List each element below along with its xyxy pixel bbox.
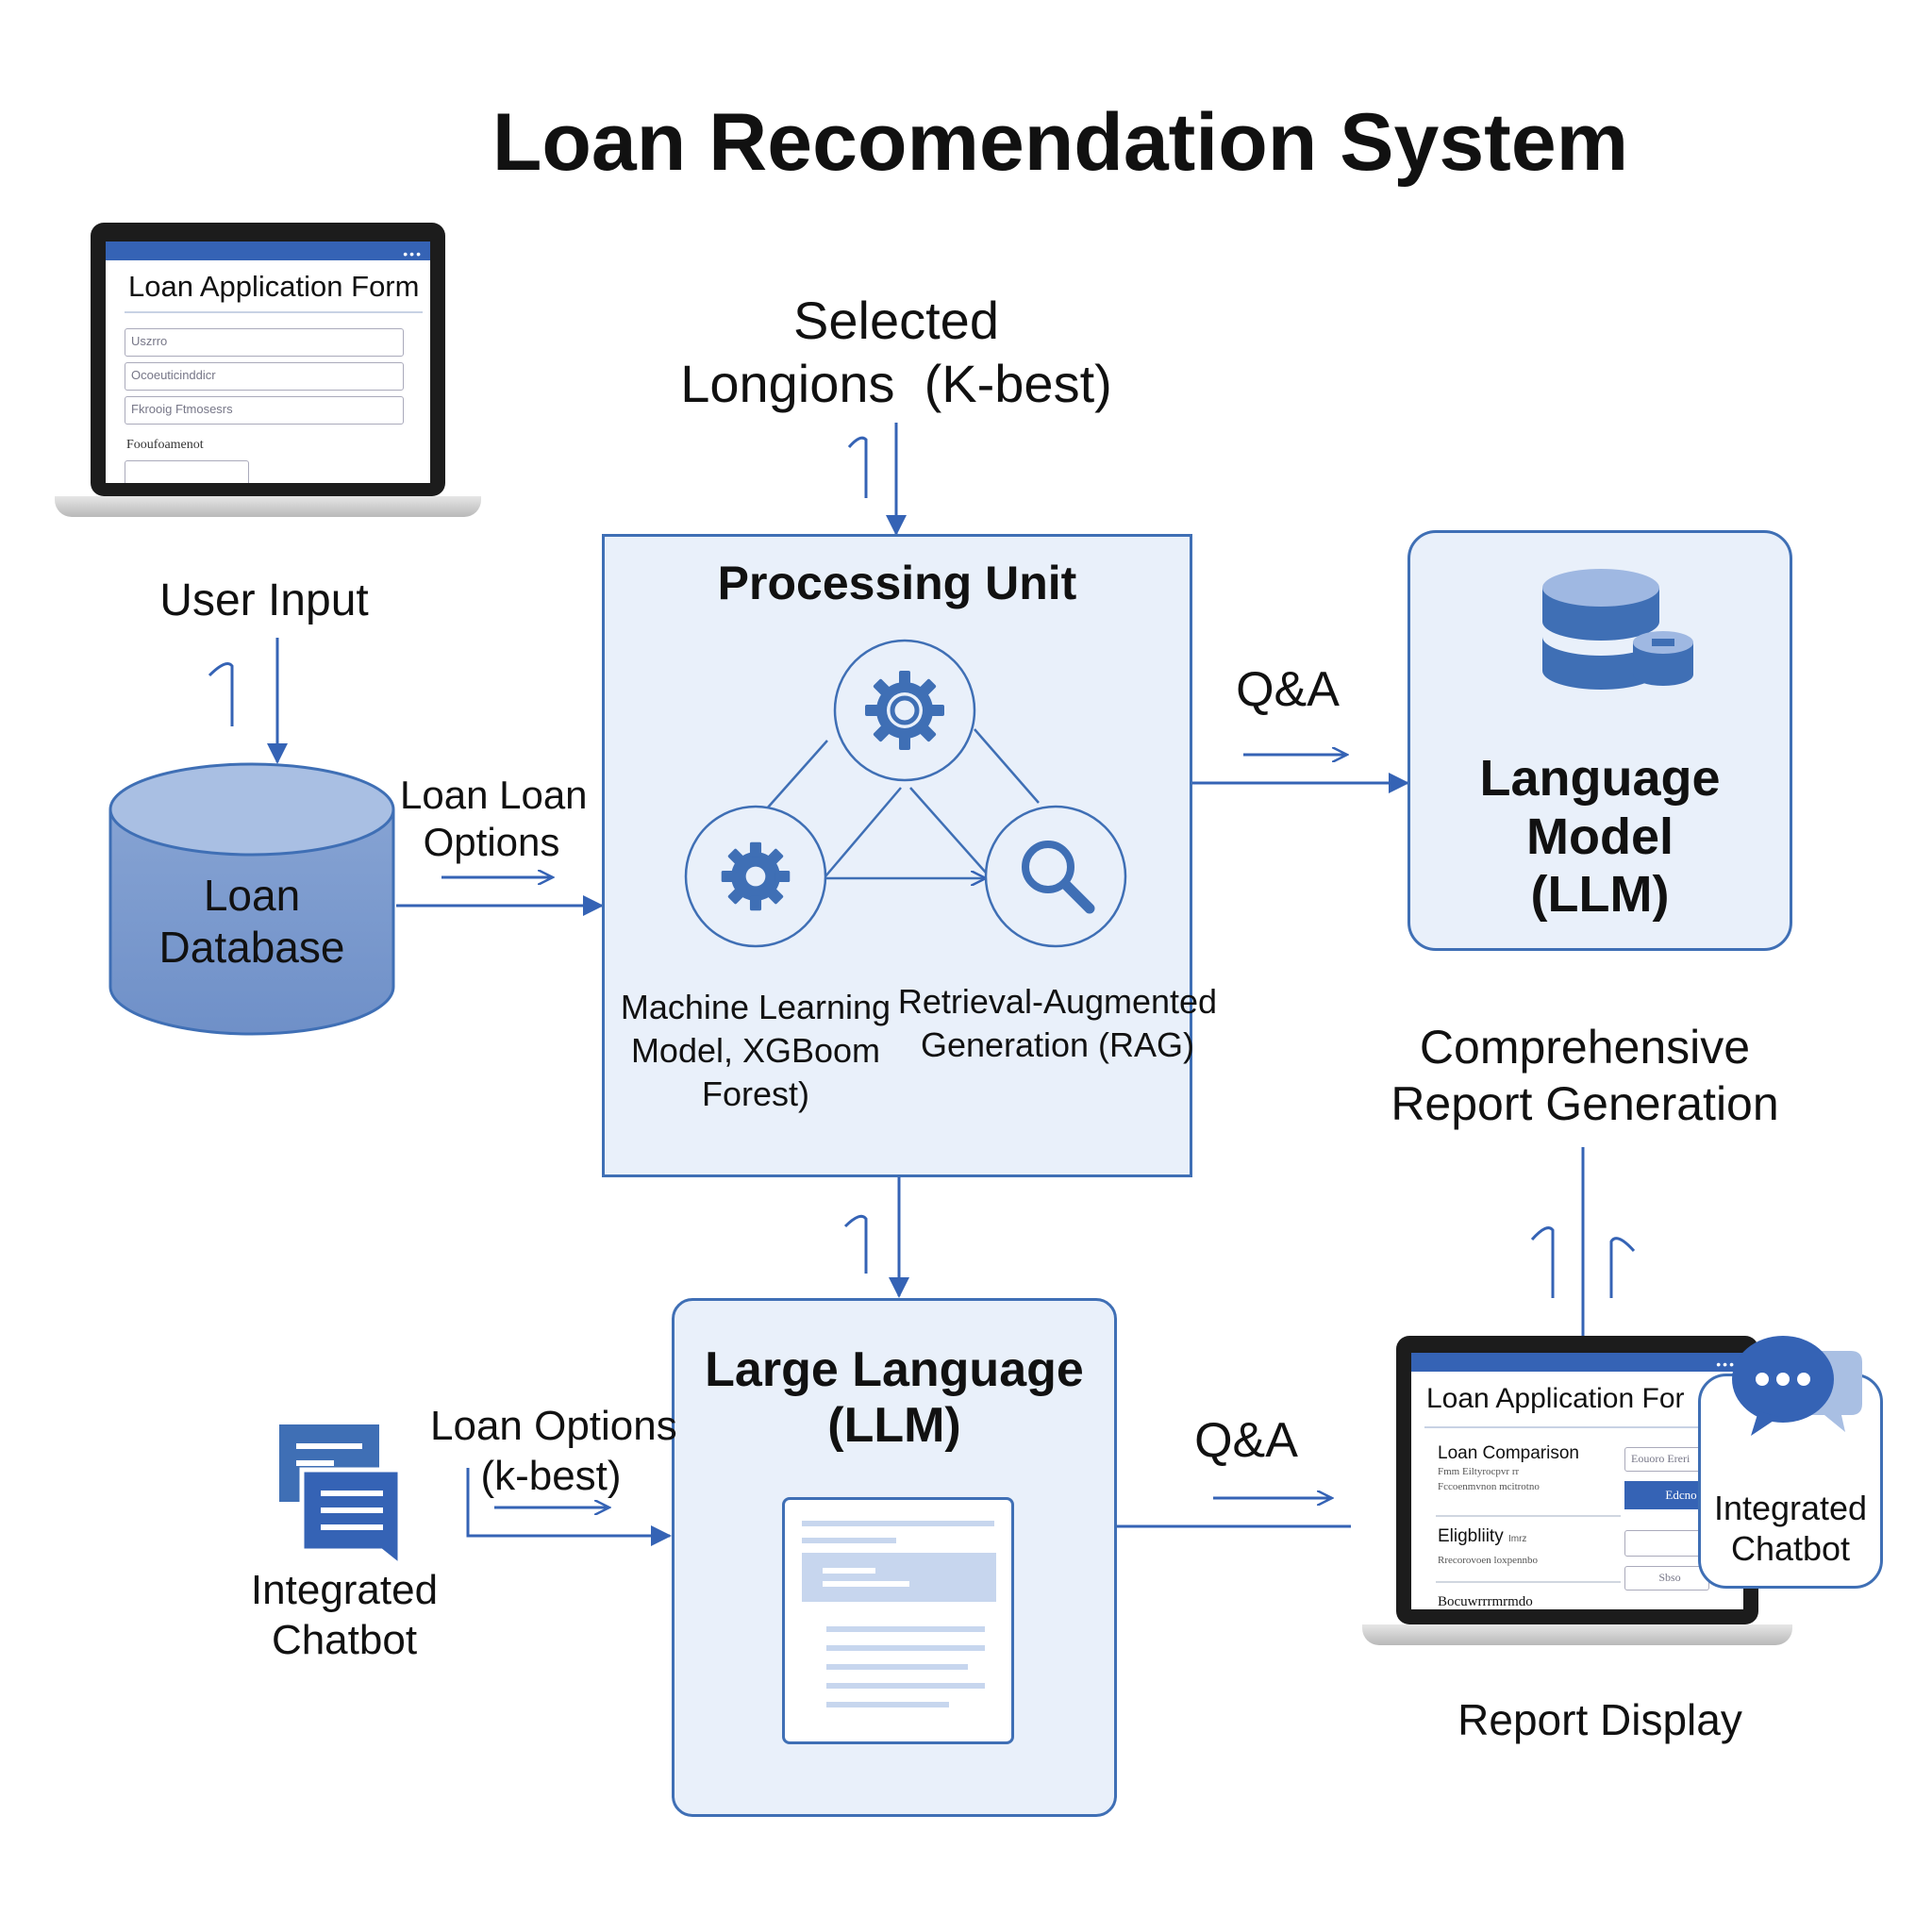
qa-label-bottom: Q&A [1194,1413,1298,1468]
loan-loan-options-label: Loan Loan Options [400,773,588,865]
hook-userinput [208,662,234,726]
form-section-label: Fooufoamenot [126,438,204,452]
hook-report-2 [1609,1237,1636,1298]
processing-unit: Processing Unit [602,534,1217,1177]
chat-bubbles-icon [279,1424,403,1568]
rag-label: Retrieval-Augmented Generation (RAG) [897,982,1218,1065]
gear-target-icon [865,671,944,750]
form-field-4[interactable] [125,460,249,483]
laptop-application-form: ••• Loan Application Form Uszrro Ocoeuti… [55,223,481,521]
hook-processing-down [843,1214,868,1274]
loan-comparison-sub1: Fmm Eiltyrocpvr rr [1438,1466,1520,1477]
recommendations-heading: Bocuwrrrmrmdo [1438,1594,1533,1609]
arrow-chatbot-to-large-language [466,1468,672,1546]
database-icon [1542,569,1693,690]
integrated-chatbot-right-label: Integrated Chatbot [1713,1489,1868,1569]
language-model-box: Language Model (LLM) [1407,530,1792,951]
report-display-label: Report Display [1457,1695,1742,1744]
gear-icon [721,841,791,911]
large-language-box: Large Language (LLM) [672,1298,1117,1817]
report-form-title: Loan Application For [1426,1383,1685,1414]
eligibility-sub: Rrecorovoen loxpennbo [1438,1555,1538,1566]
comprehensive-report-label: Comprehensive Report Generation [1391,1021,1779,1130]
hook-selected [847,436,868,498]
eligibility-heading: Eligbliity Imrz [1438,1526,1526,1547]
window-dots-icon-2: ••• [1716,1357,1736,1372]
large-language-title: Large Language (LLM) [705,1342,1084,1454]
selected-longions-label: Selected Longions (K-best) [680,291,1112,414]
loan-database-label: Loan Database [158,871,345,973]
laptop-report-display: ••• Loan Application For Loan Comparison… [1362,1336,1883,1649]
report-field-3[interactable]: Sbso [1624,1566,1709,1591]
window-dots-icon: ••• [403,246,423,261]
loan-comparison-sub2: Fccoenmvnon mcitrotno [1438,1481,1540,1492]
eligibility-tag: Imrz [1507,1534,1527,1544]
ml-model-label: Machine Learning Model, XGBoom Forest) [620,988,891,1114]
language-model-title: Language Model (LLM) [1479,750,1721,924]
processing-unit-title: Processing Unit [717,557,1077,609]
form-field-2[interactable]: Ocoeuticinddicr [125,362,404,391]
user-input-label: User Input [159,575,369,625]
form-title: Loan Application Form [128,270,420,303]
loan-comparison-heading: Loan Comparison [1438,1443,1579,1463]
integrated-chatbot-left-label: Integrated Chatbot [250,1567,439,1663]
chat-dots-icon [1732,1336,1862,1436]
document-icon [782,1497,1014,1744]
loan-options-kbest-label: Loan Options (k-best) [430,1403,677,1499]
qa-label-top: Q&A [1236,662,1340,717]
search-icon [1022,841,1095,914]
page-title: Loan Recomendation System [491,97,1629,188]
hook-report-1 [1530,1226,1555,1298]
eligibility-label: Eligbliity [1438,1526,1504,1546]
loan-database: Loan Database [108,760,396,1040]
form-field-3[interactable]: Fkrooig Ftmosesrs [125,396,404,425]
form-field-1[interactable]: Uszrro [125,328,404,357]
